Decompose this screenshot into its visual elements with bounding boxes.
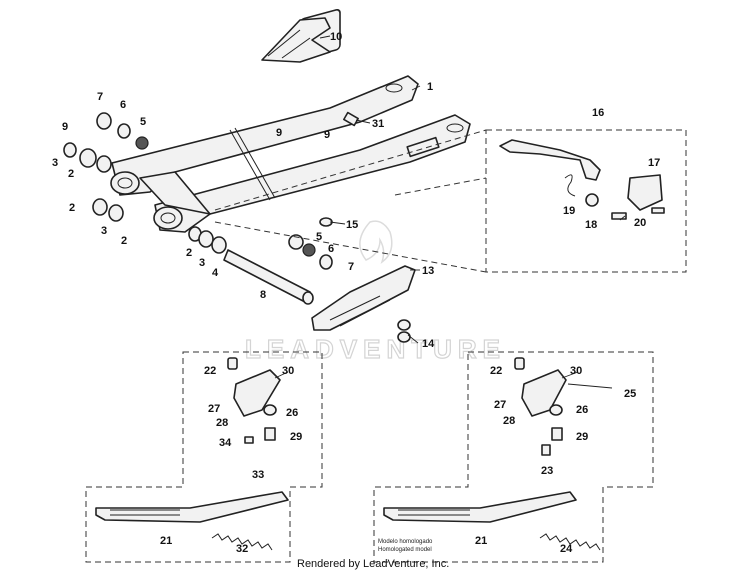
chain-slider [311,265,416,343]
callout-13: 13 [422,265,434,277]
left-callout-28: 28 [216,417,228,429]
left-callout-26: 26 [286,407,298,419]
right-callout-28: 28 [503,415,515,427]
callout-7a: 7 [97,91,103,103]
model-note-2: Homologated model [378,547,432,553]
callout-17: 17 [648,157,660,169]
callout-5b: 5 [316,231,322,243]
right-callout-29: 29 [576,431,588,443]
leader-lines [274,35,626,379]
callout-labels: 1 10 7 6 5 9 9 9 31 3 2 2 3 2 2 3 4 8 15… [52,31,660,555]
callout-7b: 7 [348,261,354,273]
callout-5a: 5 [140,116,146,128]
callout-8: 8 [260,289,266,301]
right-callout-24: 24 [560,543,573,555]
callout-6b: 6 [328,243,334,255]
left-callout-34: 34 [219,437,232,449]
right-callout-25: 25 [624,388,636,400]
left-callout-32: 32 [236,543,248,555]
left-callout-27: 27 [208,403,220,415]
callout-15: 15 [346,219,358,231]
model-note-1: Modelo homologado [378,539,433,545]
leadventure-watermark: LEADVENTURE [244,220,506,365]
watermark-text: LEADVENTURE [245,334,506,364]
assembly-lines [214,129,487,273]
callout-18: 18 [585,219,597,231]
callout-2c: 2 [121,235,127,247]
callout-3b: 3 [101,225,107,237]
callout-14: 14 [422,338,435,350]
pivot-shaft [223,249,314,305]
callout-2a: 2 [68,168,74,180]
chain-guide [261,17,331,63]
right-callout-22: 22 [490,365,502,377]
callout-4: 4 [212,267,219,279]
right-callout-21: 21 [475,535,487,547]
footer-credit: Rendered by LeadVenture, Inc. [297,558,449,570]
left-callout-22: 22 [204,365,216,377]
callout-9c: 9 [324,129,330,141]
right-callout-26: 26 [576,404,588,416]
callout-20: 20 [634,217,646,229]
left-bearing-set [63,111,359,270]
callout-1: 1 [427,81,433,93]
callout-6a: 6 [120,99,126,111]
callout-3a: 3 [52,157,58,169]
right-callout-30: 30 [570,365,582,377]
brake-pedal-group [485,129,687,273]
callout-19: 19 [563,205,575,217]
right-callout-23: 23 [541,465,553,477]
right-side-stand-group: Modelo homologado Homologated model [373,351,654,563]
left-side-stand-group [85,351,323,563]
left-callout-30: 30 [282,365,294,377]
left-callout-21: 21 [160,535,172,547]
callout-3c: 3 [199,257,205,269]
callout-16: 16 [592,107,604,119]
callout-9b: 9 [276,127,282,139]
left-callout-29: 29 [290,431,302,443]
callout-2d: 2 [186,247,192,259]
callout-2b: 2 [69,202,75,214]
right-callout-27: 27 [494,399,506,411]
left-callout-33: 33 [252,469,264,481]
callout-10: 10 [330,31,342,43]
callout-31: 31 [372,118,384,130]
callout-9a: 9 [62,121,68,133]
